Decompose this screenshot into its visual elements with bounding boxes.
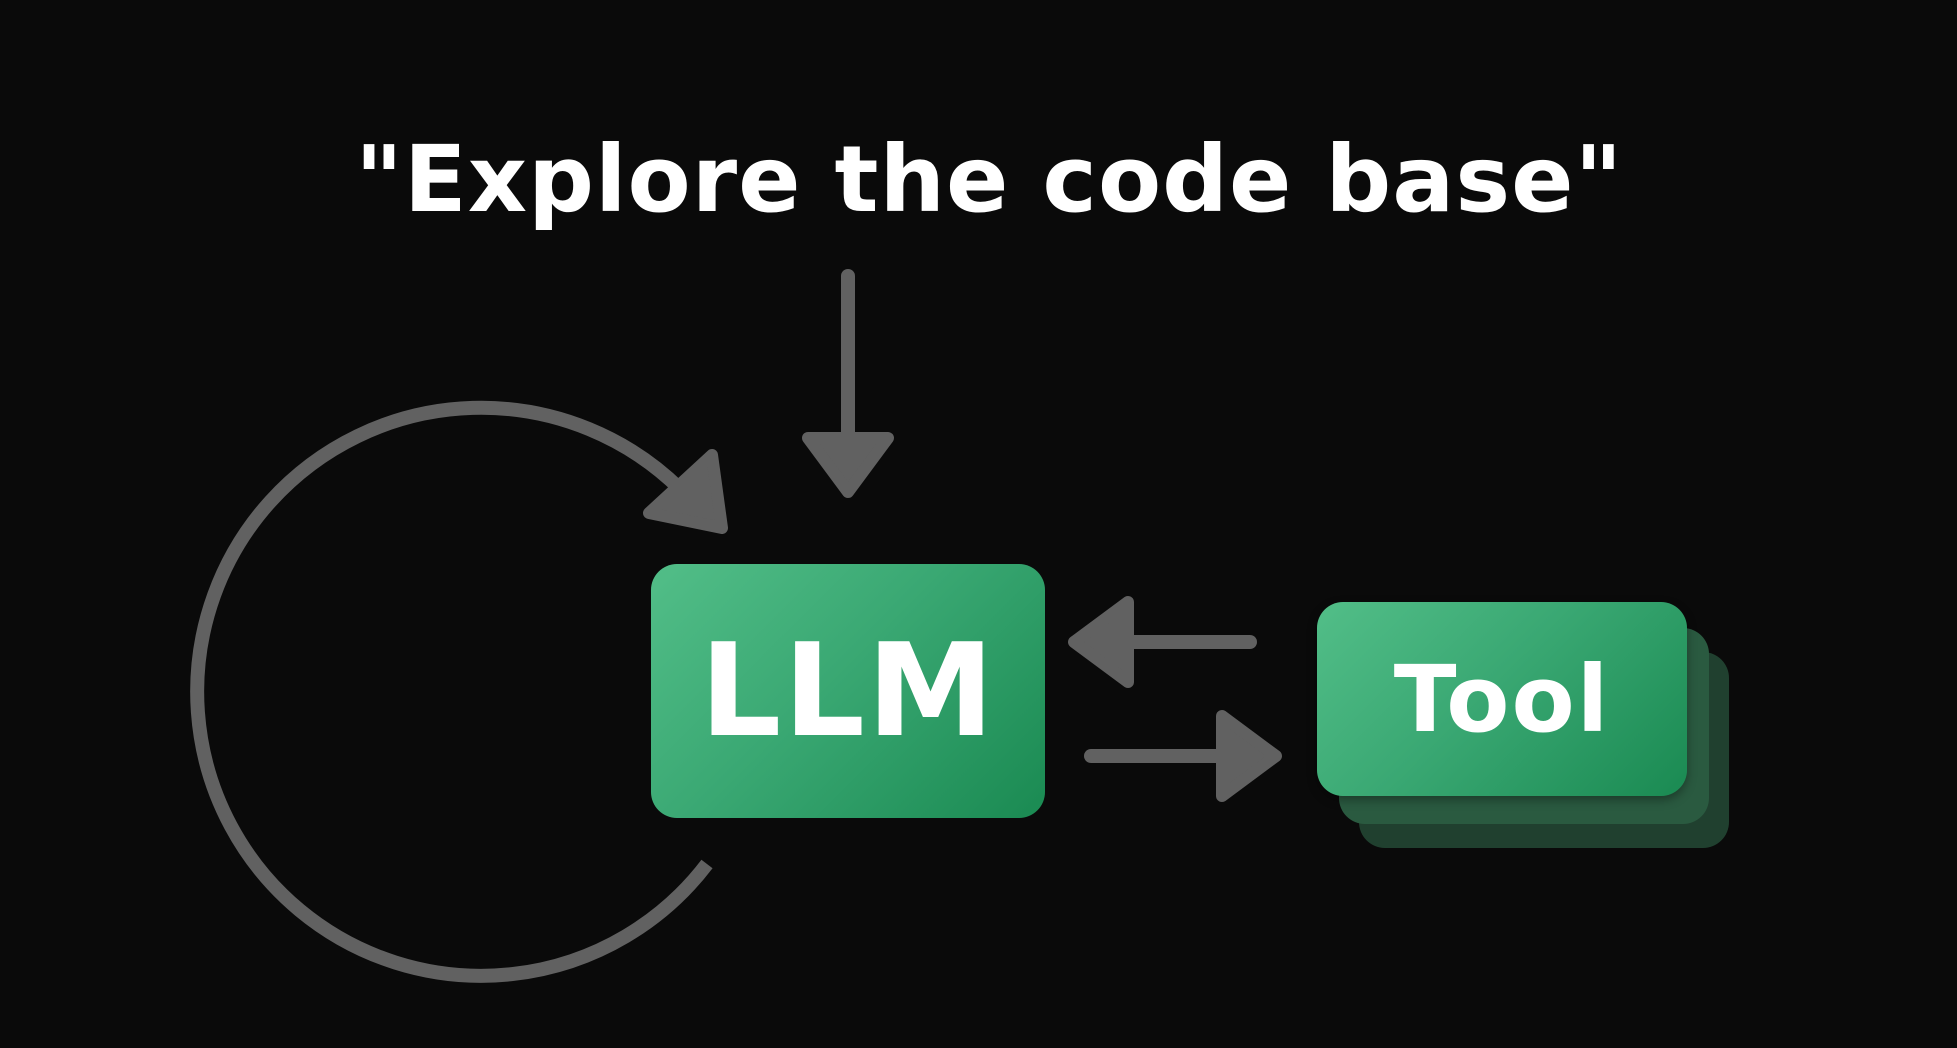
tool-node: Tool [1317, 602, 1687, 796]
arrow-right-icon [1084, 710, 1282, 802]
tool-label: Tool [1393, 645, 1611, 753]
llm-label: LLM [699, 616, 997, 766]
arrow-down-icon [802, 269, 894, 498]
loop-arrow-icon [190, 400, 728, 983]
prompt-text: "Explore the code base" [355, 126, 1624, 233]
arrow-left-icon [1068, 596, 1257, 688]
llm-node: LLM [651, 564, 1045, 818]
